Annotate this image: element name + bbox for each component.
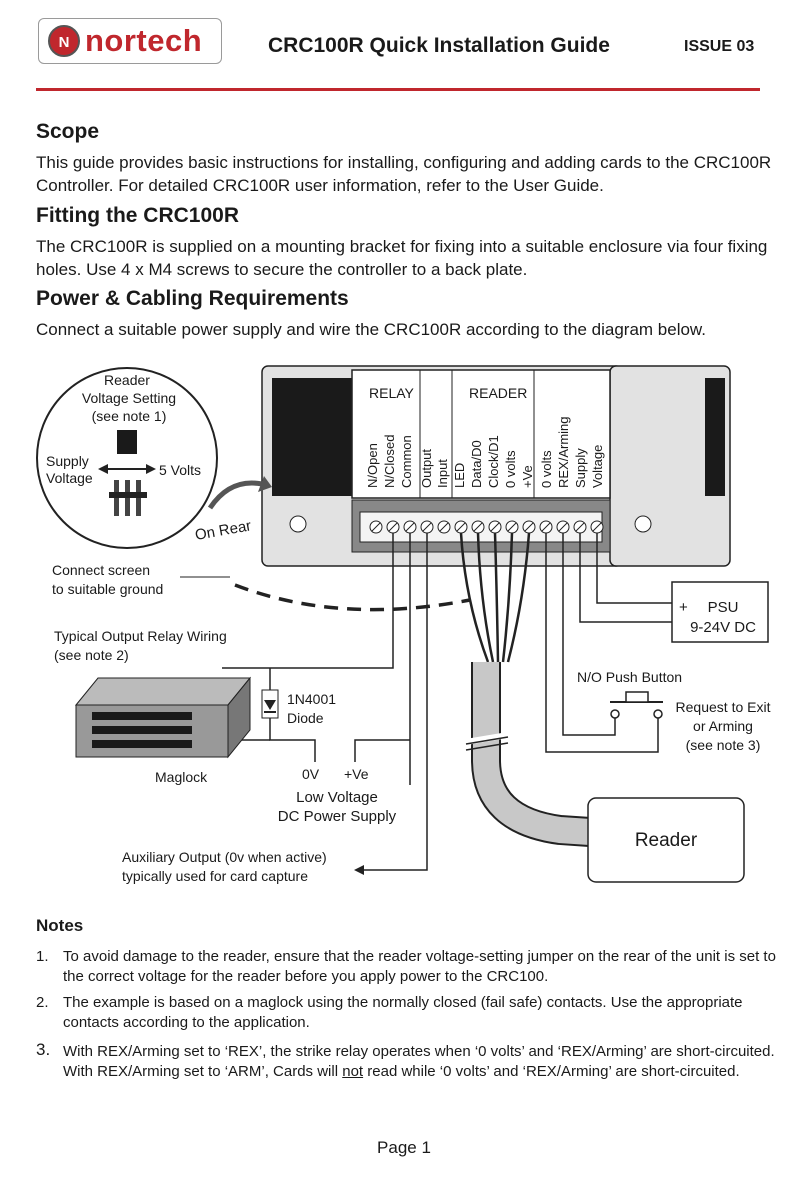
screen-ground-label: Connect screen <box>52 562 150 578</box>
terminal-labels: N/Open N/Closed Common Output Input LED … <box>365 416 605 488</box>
psu-voltage-label: 9-24V DC <box>690 619 756 636</box>
diode-symbol <box>261 689 279 719</box>
terminal-label: +Ve <box>520 465 535 488</box>
screen-ground-label: to suitable ground <box>52 581 163 597</box>
note-number: 1. <box>36 948 49 965</box>
power-heading: Power & Cabling Requirements <box>36 287 349 310</box>
rex-note: (see note 3) <box>686 737 761 753</box>
maglock-device <box>74 676 252 759</box>
issue-number: ISSUE 03 <box>684 38 755 55</box>
reader-box <box>587 797 745 883</box>
relay-group-label: RELAY <box>369 385 415 401</box>
terminal-label: Input <box>435 459 450 488</box>
jumper-inset <box>36 367 218 549</box>
screen-dashed-wire <box>234 583 471 612</box>
note-text: To avoid damage to the reader, ensure th… <box>63 948 776 985</box>
reader-group-label: READER <box>469 385 527 401</box>
terminal-label: Clock/D1 <box>486 435 501 488</box>
note-2: 2. The example is based on a maglock usi… <box>36 993 776 1033</box>
logo-text: nortech <box>85 23 203 58</box>
jumper-supply-label: Supply <box>46 453 89 469</box>
terminal-label: REX/Arming <box>556 416 571 488</box>
reader-wire-bundle <box>459 532 531 663</box>
jumper-title: Voltage Setting <box>82 390 176 406</box>
terminal-label: Supply <box>573 448 588 488</box>
header-divider <box>36 88 760 91</box>
scope-body: This guide provides basic instructions f… <box>36 153 772 195</box>
rex-label: or Arming <box>693 718 753 734</box>
aux-arrow <box>354 865 364 875</box>
terminal-label: N/Open <box>365 443 380 488</box>
note-text-part: read while ‘0 volts’ and ‘REX/Arming’ ar… <box>363 1063 740 1080</box>
psu-label: PSU <box>708 599 739 616</box>
terminal-label: Common <box>399 435 414 488</box>
reader-label: Reader <box>635 830 698 851</box>
rex-wires <box>545 533 680 753</box>
terminal-label: 0 volts <box>503 450 518 488</box>
psu-0v-label: 0V <box>302 766 320 782</box>
wiring-diagram: RELAY READER N/Open N/Closed Common Outp… <box>36 365 771 884</box>
aux-output-label: Auxiliary Output (0v when active) <box>122 849 327 865</box>
note-1: 1. To avoid damage to the reader, ensure… <box>36 947 776 987</box>
power-body: Connect a suitable power supply and wire… <box>36 320 706 339</box>
terminal-label: Voltage <box>590 445 605 488</box>
fitting-body: The CRC100R is supplied on a mounting br… <box>36 237 768 279</box>
relay-wiring-label: Typical Output Relay Wiring <box>54 628 227 644</box>
scope-heading: Scope <box>36 120 100 143</box>
note-text: With REX/Arming set to ‘REX’, the strike… <box>63 1043 775 1060</box>
maglock-label: Maglock <box>155 769 208 785</box>
diode-label: 1N4001 <box>287 691 336 707</box>
note-number: 2. <box>36 994 49 1011</box>
jumper-supply-label: Voltage <box>46 470 93 486</box>
controller-housing <box>261 365 731 567</box>
fitting-heading: Fitting the CRC100R <box>36 204 240 227</box>
low-voltage-label: DC Power Supply <box>278 808 397 825</box>
push-button-symbol <box>610 691 663 719</box>
terminal-label: N/Closed <box>382 435 397 488</box>
aux-output-label: typically used for card capture <box>122 868 308 884</box>
note-text-part: With REX/Arming set to ‘ARM’, Cards will <box>63 1063 343 1080</box>
terminal-label: LED <box>452 463 467 488</box>
reader-cable <box>473 662 591 845</box>
note-number: 3. <box>36 1040 51 1059</box>
on-rear-label: On Rear <box>194 517 253 544</box>
diode-label: Diode <box>287 710 324 726</box>
jumper-note: (see note 1) <box>92 408 167 424</box>
rex-label: Request to Exit <box>676 699 771 715</box>
psu-plus-label: +Ve <box>344 766 369 782</box>
note-text-arm: With REX/Arming set to ‘ARM’, Cards will… <box>63 1062 776 1082</box>
jumper-5v-label: 5 Volts <box>159 462 201 478</box>
note-3: 3. With REX/Arming set to ‘REX’, the str… <box>36 1040 776 1082</box>
relay-wires <box>222 533 428 871</box>
low-voltage-label: Low Voltage <box>296 789 378 806</box>
note-text-emphasis: not <box>342 1063 364 1080</box>
relay-wiring-note: (see note 2) <box>54 647 129 663</box>
terminal-screws <box>369 520 604 534</box>
on-rear-arrow <box>207 480 263 510</box>
note-text: The example is based on a maglock using … <box>63 994 743 1031</box>
nortech-logo: N nortech <box>38 18 222 64</box>
notes-heading: Notes <box>36 916 84 935</box>
terminal-label: 0 volts <box>539 450 554 488</box>
terminal-label: Data/D0 <box>469 440 484 488</box>
psu-plus-sign: + <box>679 599 688 616</box>
page-number: Page 1 <box>377 1138 431 1157</box>
terminal-label: Output <box>419 449 434 488</box>
document-title: CRC100R Quick Installation Guide <box>268 34 610 57</box>
push-button-label: N/O Push Button <box>577 669 682 685</box>
psu-box <box>671 581 769 643</box>
nortech-logo-mark: N <box>48 25 80 57</box>
jumper-title: Reader <box>104 372 150 388</box>
